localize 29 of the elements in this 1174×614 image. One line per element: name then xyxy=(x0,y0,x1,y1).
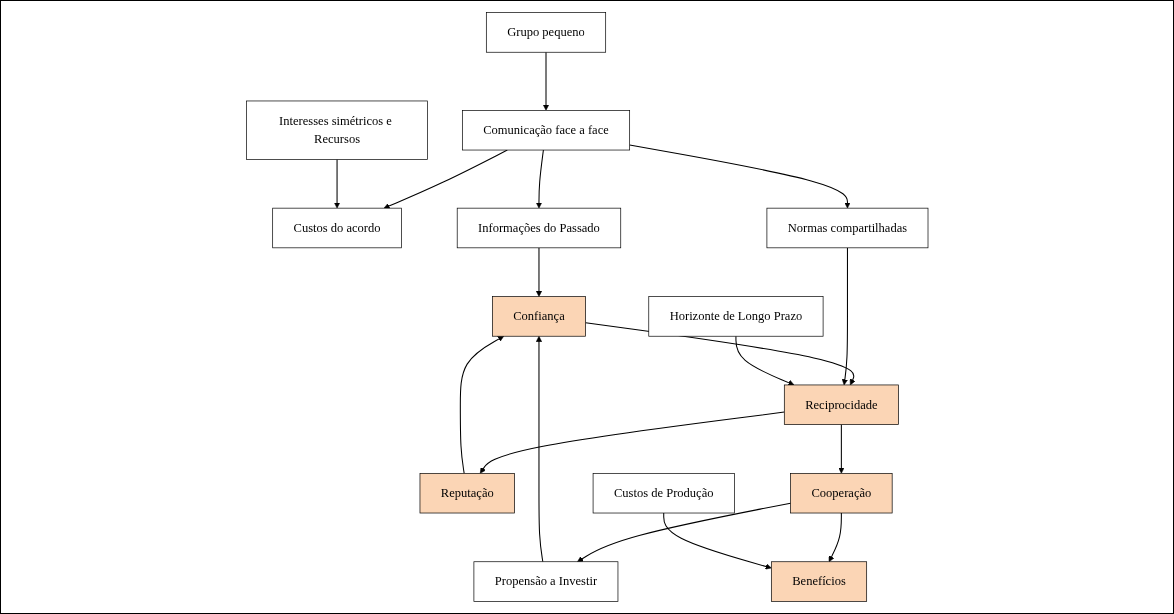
node-box: Cooperação xyxy=(789,473,893,514)
arrow xyxy=(383,149,508,209)
arrow xyxy=(535,247,542,297)
arrow xyxy=(479,411,785,474)
arrow xyxy=(628,144,851,209)
node-box: Informações do Passado xyxy=(456,207,621,249)
node-box: Propensão a Investir xyxy=(473,561,618,602)
node-box: Interesses simétricos e Recursos xyxy=(245,100,428,160)
node-box: Reputação xyxy=(419,473,515,514)
node-box: Grupo pequeno xyxy=(485,12,606,53)
node-box: Comunicação face a face xyxy=(461,110,630,151)
arrow xyxy=(841,247,848,386)
node-box: Benefícios xyxy=(770,561,867,602)
arrow xyxy=(535,149,544,209)
arrow xyxy=(576,502,791,562)
arrow xyxy=(838,424,845,474)
node-box: Confiança xyxy=(491,296,586,337)
node-box: Normas compartilhadas xyxy=(766,207,929,249)
arrow xyxy=(542,51,549,111)
arrow xyxy=(333,158,340,209)
arrow xyxy=(735,335,795,386)
node-box: Custos de Produção xyxy=(592,473,735,514)
node-box: Reciprocidade xyxy=(783,384,899,425)
arrow xyxy=(459,335,504,474)
arrow xyxy=(828,512,842,562)
node-box: Horizonte de Longo Prazo xyxy=(648,296,824,337)
arrow xyxy=(662,512,772,570)
node-box: Custos do acordo xyxy=(272,207,402,249)
arrow xyxy=(535,335,544,563)
